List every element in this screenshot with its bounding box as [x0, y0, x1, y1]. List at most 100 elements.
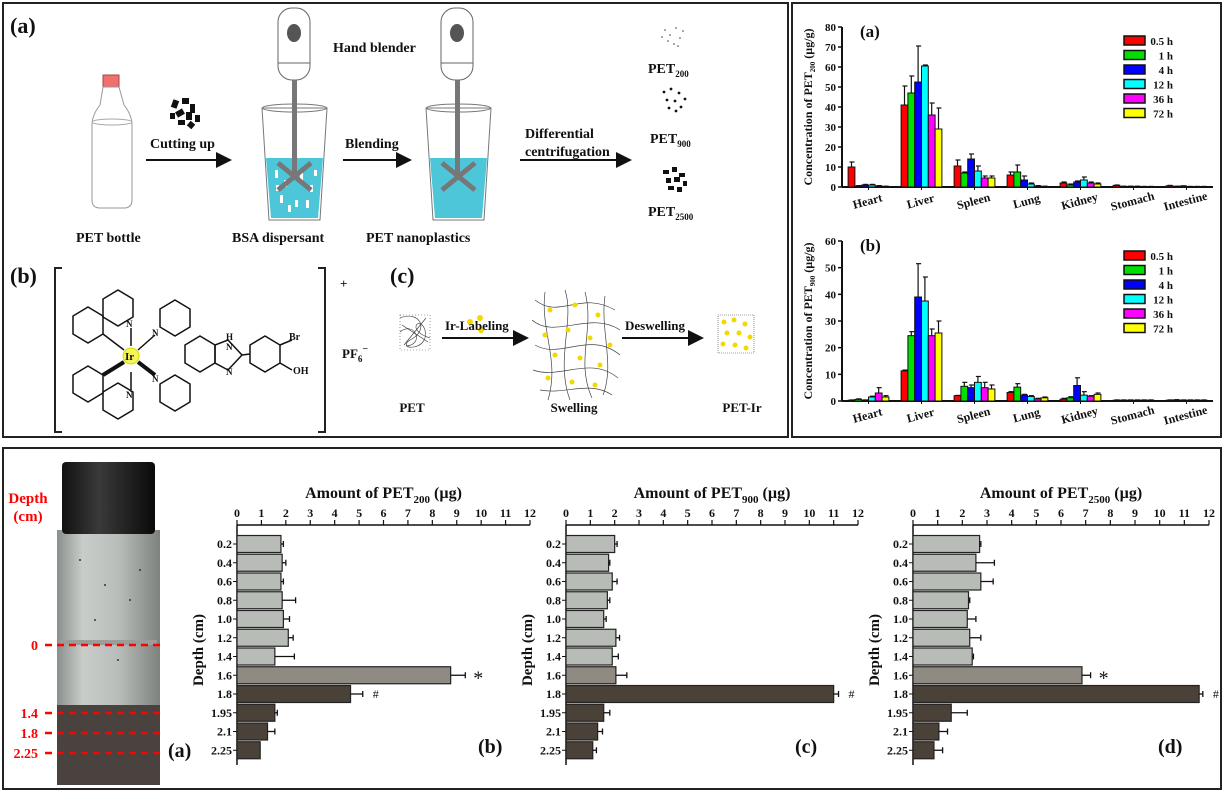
y-tick-label: 40 — [825, 289, 837, 301]
pet-fragments-icon — [170, 98, 200, 130]
bar-spleen-05h — [953, 165, 962, 188]
y-axis-label-subscript: 900 — [809, 275, 817, 286]
bar-kidney-05h — [1059, 398, 1068, 402]
bar-liver-12h — [921, 300, 929, 402]
bar-depth-0.2 — [565, 534, 616, 554]
charge-label: + — [340, 276, 347, 291]
bar-lung-36h — [1033, 398, 1042, 402]
bar-liver-05h — [900, 104, 909, 188]
bar-heart-05h — [847, 166, 856, 188]
bar-depth-0.8 — [912, 591, 970, 610]
legend-label: 36 h — [1153, 94, 1173, 106]
x-tick-label: 2 — [283, 506, 289, 520]
bar-liver-1h — [907, 335, 916, 402]
x-tick-label: 3 — [984, 506, 990, 520]
x-tick-label: Lung — [1011, 191, 1041, 212]
y-axis-label: Depth (cm) — [867, 614, 883, 686]
bar-depth-0.6 — [236, 572, 282, 591]
hand-blender-icon — [440, 7, 474, 81]
y-tick-label: 0.4 — [546, 556, 561, 570]
bar-depth-2.25 — [236, 741, 261, 760]
bar-depth-1.6 — [236, 666, 452, 685]
significance-marker: * — [1099, 667, 1109, 689]
x-tick-label: 4 — [660, 506, 666, 520]
x-tick-label: 8 — [758, 506, 764, 520]
centrifugation-label: centrifugation — [525, 145, 610, 160]
y-axis-label-unit: (µg/g) — [801, 28, 815, 61]
legend-label: 4 h — [1159, 65, 1173, 77]
chart-title-subscript: 200 — [414, 494, 431, 506]
y-axis-label-text: Concentration of PET — [801, 72, 815, 185]
vial-cap — [62, 462, 155, 534]
bar-heart-12h — [868, 396, 876, 402]
bar-lung-05h — [1006, 174, 1015, 188]
chart-title-unit: (µg) — [1110, 485, 1142, 502]
bar-depth-1.2 — [912, 628, 971, 647]
y-tick-label: 60 — [825, 236, 837, 248]
y-tick-label: 1.0 — [893, 612, 908, 626]
legend-label: 36 h — [1153, 309, 1173, 321]
br-label: Br — [289, 332, 301, 343]
y-tick-label: 0.2 — [893, 537, 908, 551]
x-tick-label: Kidney — [1060, 190, 1100, 213]
bar-liver-72h — [934, 128, 943, 188]
x-tick-label: Liver — [905, 405, 936, 426]
legend-swatch — [1123, 279, 1146, 290]
bar-depth-0.4 — [565, 553, 610, 572]
bar-kidney-12h — [1080, 179, 1088, 188]
n-atom-label: N — [126, 319, 133, 329]
pet-ir-ball-icon — [717, 314, 755, 354]
bar-stomach-05h — [1112, 184, 1121, 188]
bar-spleen-12h — [974, 381, 982, 402]
y-tick-label: 50 — [825, 263, 837, 275]
bar-spleen-4h — [967, 158, 976, 188]
y-axis-label-subscript: 200 — [809, 61, 817, 72]
y-tick-label: 50 — [825, 82, 837, 94]
bar-kidney-12h — [1080, 394, 1088, 402]
x-tick-label: 1 — [258, 506, 264, 520]
legend-label: 72 h — [1153, 109, 1173, 121]
bracket — [54, 267, 326, 433]
chart-title-text: Amount of PET — [305, 485, 414, 502]
bar-depth-0.8 — [236, 591, 283, 610]
bar-kidney-36h — [1086, 182, 1095, 188]
y-tick-label: 1.8 — [217, 687, 232, 701]
bar-kidney-1h — [1066, 397, 1075, 402]
bar-depth-1.6 — [565, 666, 617, 685]
y-tick-label: 30 — [825, 316, 837, 328]
bar-spleen-36h — [980, 177, 989, 188]
x-tick-label: 3 — [307, 506, 313, 520]
bar-heart-72h — [881, 396, 890, 402]
bar-depth-1.4 — [565, 647, 613, 666]
pet200-particles-icon — [661, 27, 684, 47]
bar-depth-1.6 — [912, 666, 1083, 685]
y-tick-label: 20 — [825, 142, 837, 154]
iridium-complex-structure — [72, 289, 293, 420]
legend-swatch — [1123, 78, 1146, 90]
swelling-mesh-icon — [531, 289, 621, 401]
ir-dots-icon — [467, 315, 484, 333]
bar-depth-1.95 — [236, 703, 276, 722]
vial-sediment — [57, 705, 160, 785]
beaker-pet-nanoplastics-icon — [425, 80, 492, 221]
bar-depth-0.2 — [236, 534, 282, 554]
y-tick-label: 0.4 — [893, 556, 908, 570]
legend-swatch — [1123, 93, 1146, 104]
y-tick-label: 30 — [825, 122, 837, 134]
y-tick-label: 1.0 — [217, 612, 232, 626]
pet2500-particles-icon — [663, 167, 687, 192]
panel-label: (d) — [1158, 736, 1182, 758]
bar-depth-2.1 — [565, 722, 599, 741]
x-tick-label: 7 — [733, 506, 739, 520]
panel-label-a: (a) — [10, 13, 36, 38]
pet-ir-label: PET-Ir — [722, 400, 761, 415]
y-tick-label: 60 — [825, 62, 837, 74]
pet-label: PET — [399, 400, 425, 415]
chart-title-subscript: 2500 — [1088, 494, 1111, 506]
y-tick-label: 80 — [825, 22, 837, 34]
y-tick-label: 1.8 — [546, 687, 561, 701]
x-tick-label: Liver — [905, 191, 936, 212]
